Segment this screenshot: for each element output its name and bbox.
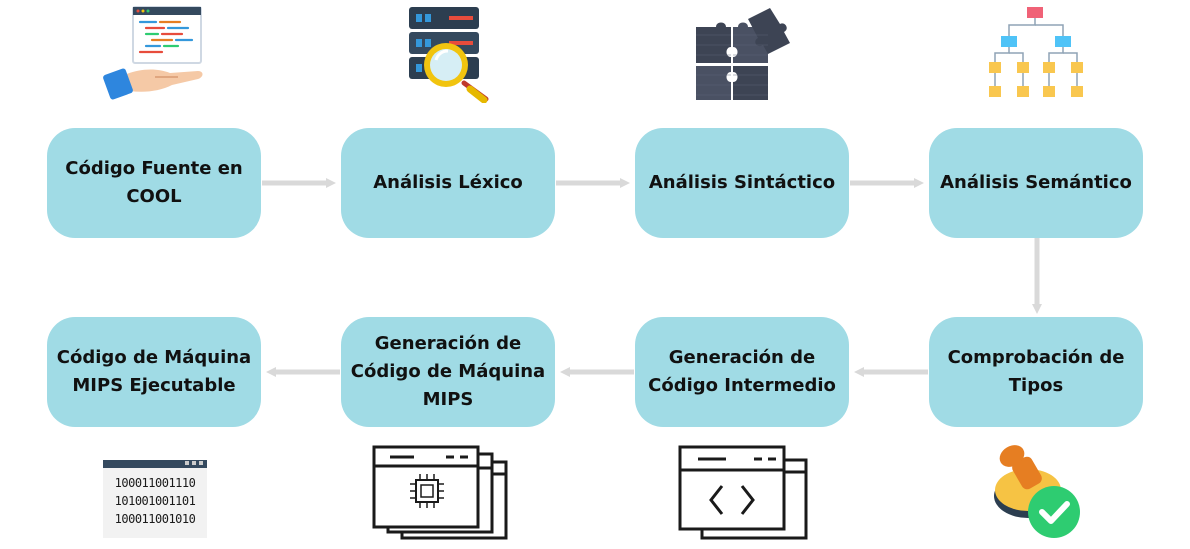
code-window-icon <box>678 445 808 540</box>
step-semantic-analysis: Análisis Semántico <box>929 128 1143 238</box>
step-lexical-analysis: Análisis Léxico <box>341 128 555 238</box>
server-search-icon <box>409 7 489 103</box>
binary-line: 100011001110 <box>114 476 196 490</box>
binary-window-icon: 100011001110 101001001101 100011001010 <box>103 460 207 538</box>
step-label: Comprobación de Tipos <box>947 347 1125 396</box>
source-code-hand-icon <box>103 6 203 100</box>
binary-line: 101001001101 <box>114 494 196 508</box>
step-type-checking: Comprobación de Tipos <box>929 317 1143 427</box>
step-label: Código de Máquina MIPS Ejecutable <box>56 347 252 396</box>
step-mips-executable: Código de Máquina MIPS Ejecutable <box>47 317 261 427</box>
hierarchy-tree-icon <box>989 7 1083 97</box>
step-intermediate-code: Generación de Código Intermedio <box>635 317 849 427</box>
stamp-check-icon <box>994 445 1080 538</box>
step-label: Análisis Léxico <box>373 172 523 193</box>
puzzle-icon <box>696 8 790 100</box>
step-mips-generation: Generación de Código de Máquina MIPS <box>341 317 555 427</box>
chip-window-icon <box>372 445 508 540</box>
step-label: Análisis Sintáctico <box>648 172 836 193</box>
step-label: Análisis Semántico <box>940 172 1132 193</box>
binary-line: 100011001010 <box>114 512 196 526</box>
step-label: Código Fuente en COOL <box>65 158 243 207</box>
step-label: Generación de Código de Máquina MIPS <box>350 333 546 410</box>
step-source-code: Código Fuente en COOL <box>47 128 261 238</box>
window-buttons <box>185 461 203 465</box>
step-syntactic-analysis: Análisis Sintáctico <box>635 128 849 238</box>
step-label: Generación de Código Intermedio <box>648 347 836 396</box>
